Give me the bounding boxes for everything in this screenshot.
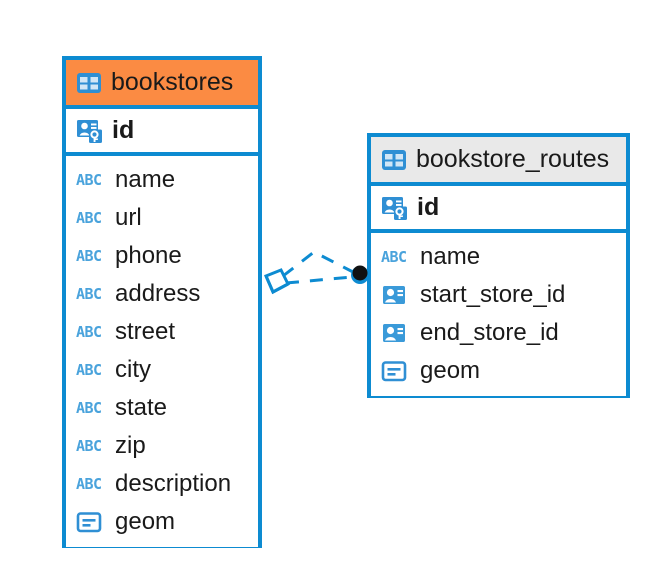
entity-field-id[interactable]: id [371, 186, 626, 233]
field-label: start_store_id [420, 281, 566, 308]
abc-icon: ABC [76, 208, 102, 227]
abc-icon: ABC [76, 398, 102, 417]
field-row[interactable]: ABC description [66, 465, 258, 503]
field-label: zip [115, 432, 146, 459]
entity-bookstore-routes[interactable]: bookstore_routes id ABC [367, 133, 630, 398]
foreign-key-icon [381, 282, 411, 308]
field-row[interactable]: ABC zip [66, 427, 258, 465]
field-label: name [115, 166, 176, 193]
abc-icon: ABC [76, 170, 102, 189]
entity-field-list-bookstores: ABC name ABC url ABC phone ABC address A… [66, 156, 258, 547]
table-icon [381, 147, 407, 173]
field-row[interactable]: ABC name [371, 238, 626, 276]
field-label: geom [420, 357, 481, 384]
field-row[interactable]: ABC city [66, 351, 258, 389]
field-label: state [115, 394, 168, 421]
field-label: url [115, 204, 142, 231]
field-label: name [420, 243, 481, 270]
primary-key-label: id [112, 116, 135, 144]
field-label: address [115, 280, 201, 307]
abc-icon: ABC [76, 474, 102, 493]
field-label: phone [115, 242, 182, 269]
abc-icon: ABC [381, 247, 407, 266]
entity-header-bookstores[interactable]: bookstores [66, 60, 258, 109]
field-row[interactable]: start_store_id [371, 276, 626, 314]
abc-icon: ABC [76, 322, 102, 341]
primary-key-icon [381, 194, 408, 221]
abc-icon: ABC [76, 284, 102, 303]
entity-field-list-bookstore-routes: ABC name start_store_id [371, 233, 626, 396]
entity-bookstores[interactable]: bookstores id ABC [62, 56, 262, 548]
field-row[interactable]: geom [66, 503, 258, 541]
abc-icon: ABC [76, 436, 102, 455]
field-label: end_store_id [420, 319, 559, 346]
field-label: geom [115, 508, 176, 535]
field-row[interactable]: ABC url [66, 199, 258, 237]
field-row[interactable]: ABC phone [66, 237, 258, 275]
primary-key-label: id [417, 193, 440, 221]
entity-name-label: bookstores [111, 68, 234, 96]
field-row[interactable]: end_store_id [371, 314, 626, 352]
entity-name-label: bookstore_routes [416, 145, 610, 173]
geometry-icon [381, 358, 411, 384]
entity-header-bookstore-routes[interactable]: bookstore_routes [371, 137, 626, 186]
geometry-icon [76, 509, 106, 535]
relationship-line-lower [285, 275, 353, 285]
field-row[interactable]: ABC state [66, 389, 258, 427]
diamond-endpoint[interactable] [264, 268, 290, 295]
field-row[interactable]: geom [371, 352, 626, 390]
field-row[interactable]: ABC name [66, 161, 258, 199]
field-row[interactable]: ABC address [66, 275, 258, 313]
field-label: description [115, 470, 232, 497]
field-label: street [115, 318, 176, 345]
foreign-key-icon [381, 320, 411, 346]
entity-field-id[interactable]: id [66, 109, 258, 156]
abc-icon: ABC [76, 360, 102, 379]
primary-key-icon [76, 117, 103, 144]
field-row[interactable]: ABC street [66, 313, 258, 351]
table-icon [76, 70, 102, 96]
field-label: city [115, 356, 151, 383]
relationship-line-upper [282, 250, 354, 278]
abc-icon: ABC [76, 246, 102, 265]
